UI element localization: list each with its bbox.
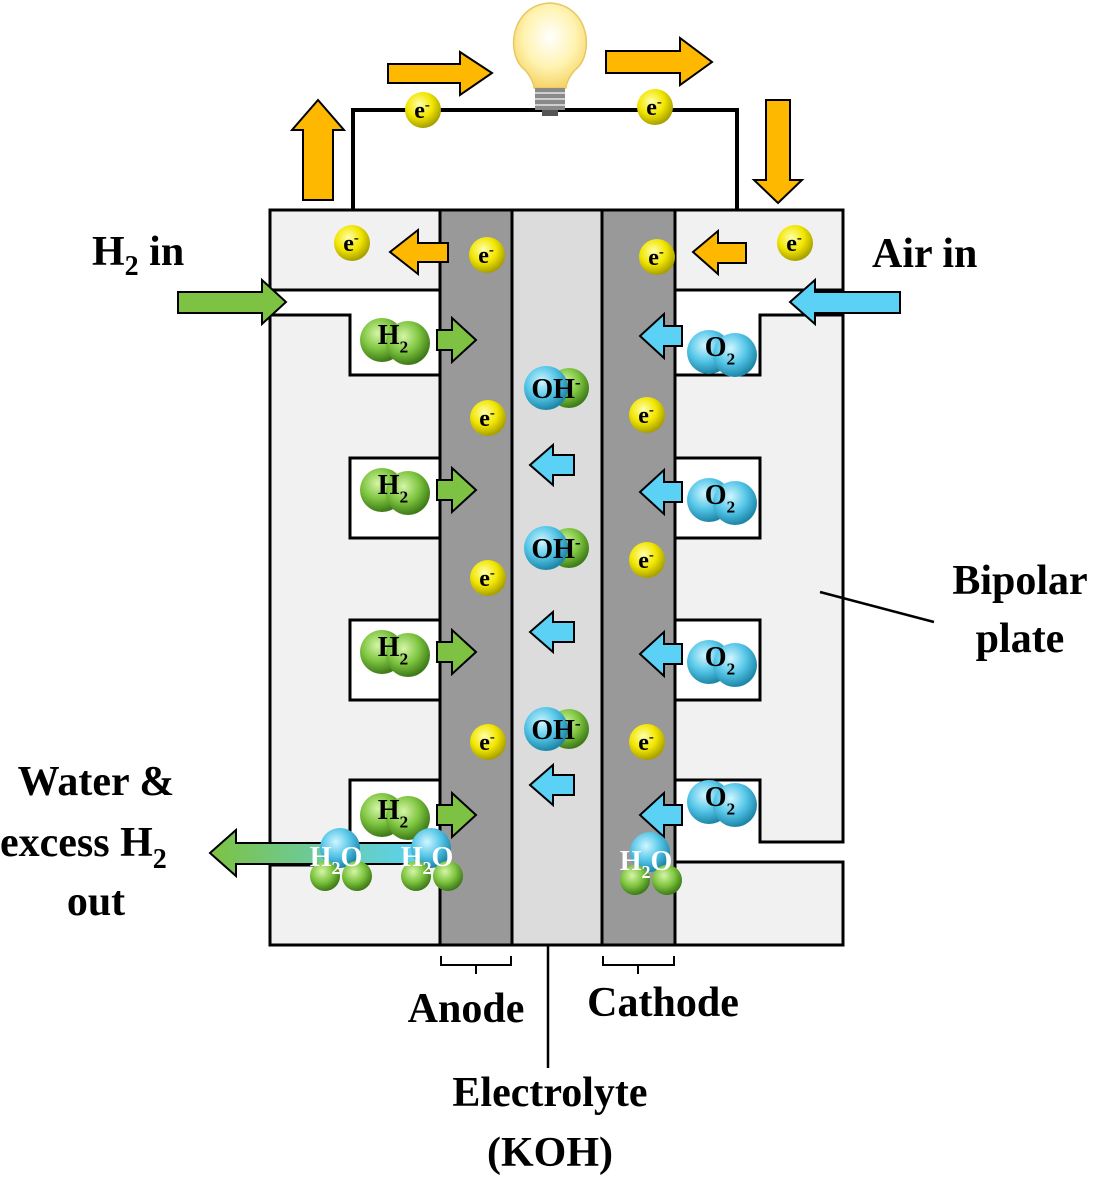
electron: e- xyxy=(777,225,813,261)
molecule-label: O2 xyxy=(705,782,735,818)
hydrogen-flow-arrow xyxy=(436,790,478,840)
molecule-label: OH- xyxy=(531,373,581,405)
electron: e- xyxy=(405,92,441,128)
hydrogen-inlet-label: H2 in xyxy=(92,229,184,282)
hydrogen-flow-arrow xyxy=(436,627,478,677)
electron: e- xyxy=(334,225,370,261)
molecule-label: OH- xyxy=(531,714,581,746)
electron: e- xyxy=(629,542,665,578)
molecule-label: e- xyxy=(479,406,495,432)
air-inlet-label: Air in xyxy=(872,231,977,277)
oxygen-flow-arrow xyxy=(638,790,683,840)
electron: e- xyxy=(470,560,506,596)
molecule-label: e- xyxy=(479,566,495,592)
molecule-label: H2 xyxy=(378,320,408,356)
molecule-label: OH- xyxy=(531,533,581,565)
hydroxide-ion: OH- xyxy=(524,526,589,570)
molecule-label: e- xyxy=(414,98,430,124)
bipolar-plate-label-line2: plate xyxy=(976,616,1065,662)
molecule-label: e- xyxy=(343,231,359,257)
hydrogen-inlet-arrow xyxy=(177,277,288,327)
electrolyte-layer xyxy=(510,208,604,947)
hydrogen-molecule: H2 xyxy=(360,318,430,365)
bipolar-plate-leader-line xyxy=(819,590,935,624)
water-outlet-label-line2: excess H2 xyxy=(0,820,167,875)
molecule-label: e- xyxy=(478,243,494,269)
electron-flow-arrow-right-2 xyxy=(605,36,714,87)
hydroxide-flow-arrow xyxy=(528,762,575,808)
water-outlet-label-line3: out xyxy=(67,879,125,925)
molecule-label: e- xyxy=(638,548,654,574)
oxygen-molecule: O2 xyxy=(687,330,757,377)
electron-flow-arrow-right-1 xyxy=(387,50,494,97)
hydrogen-flow-arrow xyxy=(436,315,478,365)
hydrogen-molecule: H2 xyxy=(360,630,430,677)
hydroxide-flow-arrow xyxy=(528,609,575,655)
electron: e- xyxy=(629,397,665,433)
external-circuit-wire xyxy=(351,108,739,210)
electron: e- xyxy=(470,724,506,760)
electron: e- xyxy=(470,400,506,436)
oxygen-molecule: O2 xyxy=(687,780,757,827)
molecule-label: H2O xyxy=(620,846,673,882)
molecule-label: e- xyxy=(479,730,495,756)
molecule-label: e- xyxy=(638,403,654,429)
oxygen-flow-arrow xyxy=(638,467,683,517)
hydrogen-molecule: H2 xyxy=(360,468,430,515)
anode-label: Anode xyxy=(408,986,525,1032)
water-molecule: H2O xyxy=(401,828,463,891)
oxygen-molecule: O2 xyxy=(687,478,757,525)
electron: e- xyxy=(629,724,665,760)
electron-flow-arrow-left-cathode xyxy=(691,228,747,277)
molecule-label: H2 xyxy=(378,470,408,506)
electrolyte-label-line2: (KOH) xyxy=(487,1130,613,1176)
molecule-label: H2O xyxy=(401,842,454,878)
water-outlet-arrow xyxy=(208,827,421,879)
anode-bracket xyxy=(440,956,512,974)
hydrogen-molecule: H2 xyxy=(360,793,430,840)
hydroxide-ion: OH- xyxy=(524,366,589,410)
bipolar-plate-label-line1: Bipolar xyxy=(952,558,1087,604)
electron: e- xyxy=(469,237,505,273)
molecule-label: O2 xyxy=(705,642,735,678)
water-molecule: H2O xyxy=(620,832,682,895)
water-outlet-label-line1: Water & xyxy=(18,759,175,805)
hydroxide-ion: OH- xyxy=(524,707,589,751)
cathode-label: Cathode xyxy=(587,980,739,1026)
molecule-label: H2 xyxy=(378,795,408,831)
electron-flow-arrow-left-anode xyxy=(388,227,449,277)
electron-flow-arrow-down xyxy=(751,99,805,205)
electrolyte-label-line1: Electrolyte xyxy=(452,1070,647,1116)
electron: e- xyxy=(639,239,675,275)
cathode-bracket xyxy=(602,956,675,974)
oxygen-molecule: O2 xyxy=(687,640,757,687)
molecule-label: e- xyxy=(646,95,662,121)
oxygen-flow-arrow xyxy=(638,311,683,361)
electron-flow-arrow-up xyxy=(289,98,347,201)
molecule-label: H2 xyxy=(378,632,408,668)
electron: e- xyxy=(637,89,673,125)
anode-bipolar-plate xyxy=(268,208,442,947)
molecule-label: e- xyxy=(786,231,802,257)
molecule-label: O2 xyxy=(705,480,735,516)
hydrogen-flow-arrow xyxy=(436,465,478,515)
molecule-label: H2O xyxy=(310,842,363,878)
oxygen-flow-arrow xyxy=(638,629,683,679)
cathode-bipolar-plate xyxy=(673,208,845,947)
molecule-label: e- xyxy=(638,730,654,756)
molecule-label: e- xyxy=(648,245,664,271)
air-inlet-arrow xyxy=(788,277,901,327)
molecule-label: O2 xyxy=(705,332,735,368)
light-bulb-icon xyxy=(512,2,588,116)
hydroxide-flow-arrow xyxy=(528,442,575,488)
water-molecule: H2O xyxy=(310,828,372,891)
